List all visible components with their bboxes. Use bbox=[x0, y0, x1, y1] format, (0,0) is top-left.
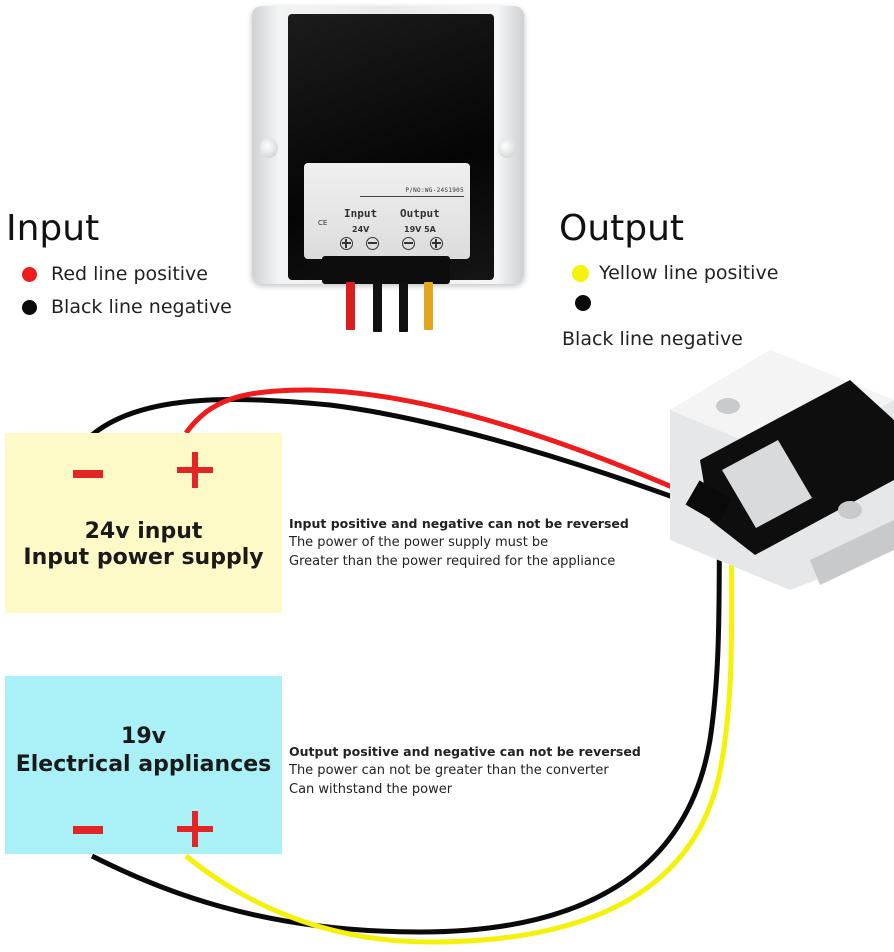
minus-sign-icon bbox=[73, 470, 103, 478]
input-note: Input positive and negative can not be r… bbox=[289, 514, 629, 571]
output-note: Output positive and negative can not be … bbox=[289, 742, 641, 799]
minus-sign-icon bbox=[73, 826, 103, 834]
input-heading: Input bbox=[6, 208, 100, 249]
lead-black bbox=[373, 282, 382, 332]
legend-item-black: Black line negative bbox=[22, 296, 232, 318]
mounting-hole-left bbox=[260, 138, 278, 158]
legend-item-yellow: Yellow line positive bbox=[572, 262, 778, 284]
black-dot-icon bbox=[575, 295, 591, 311]
electrical-appliance-box: 19v Electrical appliances bbox=[5, 676, 282, 854]
input-red-wire bbox=[183, 387, 697, 500]
output-black-wire bbox=[90, 519, 723, 935]
input-voltage-text: 24v input bbox=[84, 519, 203, 544]
label-divider bbox=[360, 196, 464, 197]
input-note-line1: The power of the power supply must be bbox=[289, 535, 549, 550]
label-output-rating: 19V 5A bbox=[404, 225, 436, 234]
black-dot-icon bbox=[22, 299, 37, 315]
output-note-line1: The power can not be greater than the co… bbox=[289, 763, 609, 778]
output-note-title: Output positive and negative can not be … bbox=[289, 744, 641, 759]
output-voltage-text: 19v bbox=[121, 724, 166, 749]
plus-sign-icon-vertical bbox=[192, 811, 198, 847]
lead-black bbox=[399, 282, 408, 332]
legend-label: Black line negative bbox=[51, 296, 232, 318]
legend-label: Red line positive bbox=[51, 263, 208, 285]
terminal-plus-icon bbox=[430, 237, 443, 250]
input-note-title: Input positive and negative can not be r… bbox=[289, 516, 629, 531]
output-yellow-wire bbox=[184, 519, 735, 945]
legend-label: Yellow line positive bbox=[599, 262, 779, 284]
legend-item-red: Red line positive bbox=[22, 263, 208, 285]
output-note-line2: Can withstand the power bbox=[289, 782, 453, 797]
input-power-supply-box: 24v input Input power supply bbox=[5, 433, 282, 613]
terminal-plus-icon bbox=[340, 237, 353, 250]
device-label: P/NO:WG-24S1905 CE Input Output 24V 19V … bbox=[304, 163, 470, 259]
appliance-text: Electrical appliances bbox=[15, 752, 272, 777]
terminal-minus-icon bbox=[366, 237, 379, 250]
lead-red bbox=[346, 282, 355, 330]
terminal-minus-icon bbox=[402, 237, 415, 250]
lead-yellow bbox=[424, 282, 433, 330]
mounting-hole-right bbox=[498, 138, 516, 158]
input-black-wire bbox=[90, 396, 696, 508]
legend-label: Black line negative bbox=[562, 328, 743, 350]
label-output: Output bbox=[400, 207, 440, 220]
legend-item-black-output: Black line negative bbox=[562, 328, 743, 350]
red-dot-icon bbox=[22, 266, 37, 282]
ce-mark: CE bbox=[318, 219, 328, 227]
output-heading: Output bbox=[559, 208, 685, 249]
input-note-line2: Greater than the power required for the … bbox=[289, 554, 616, 569]
part-number: P/NO:WG-24S1905 bbox=[405, 187, 464, 194]
converter-device-angled bbox=[670, 350, 894, 590]
label-input: Input bbox=[344, 207, 378, 220]
yellow-dot-icon bbox=[572, 264, 589, 282]
plus-sign-icon-vertical bbox=[192, 452, 198, 488]
label-input-voltage: 24V bbox=[352, 225, 370, 234]
input-power-supply-text: Input power supply bbox=[23, 545, 264, 570]
cable-connector bbox=[322, 256, 450, 284]
converter-device-front: P/NO:WG-24S1905 CE Input Output 24V 19V … bbox=[252, 6, 524, 332]
